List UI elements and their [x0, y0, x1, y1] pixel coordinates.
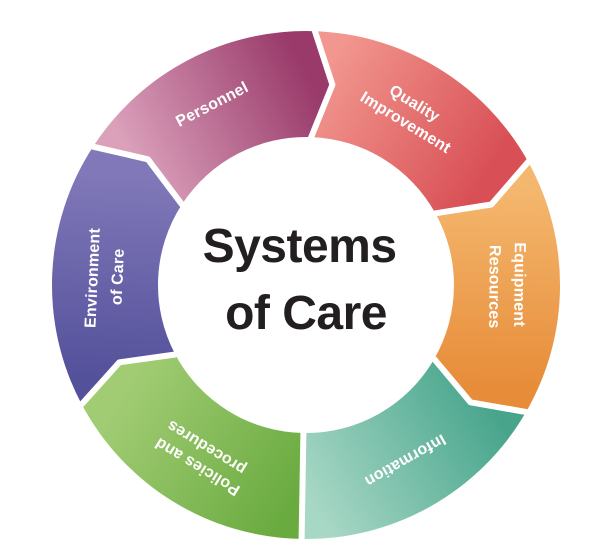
ring-segments — [51, 31, 561, 540]
segment-equipment-resources-shape — [434, 161, 561, 412]
label-line: of Care — [108, 248, 127, 305]
diagram-title-line: of Care — [225, 287, 387, 340]
label-line: Equipment — [511, 242, 529, 327]
divider-quality-equipment — [432, 158, 532, 217]
diagram-title: Systems of Care — [203, 220, 410, 340]
diagram-title-line: Systems — [203, 220, 397, 273]
segment-dividers — [78, 28, 532, 542]
segment-policies-procedures-shape — [81, 354, 304, 539]
label-line: Environment — [82, 227, 103, 328]
segment-environment-of-care-shape — [51, 146, 182, 405]
divider-environment-personnel — [90, 143, 185, 208]
divider-policies-environment — [78, 351, 179, 408]
divider-equipment-information — [431, 356, 529, 415]
segment-quality-improvement-shape — [311, 31, 529, 214]
divider-personnel-quality — [308, 28, 336, 141]
label-line: Resources — [486, 245, 504, 329]
label-equipment-resources: Equipment Resources — [486, 242, 529, 331]
label-environment-of-care: Environment of Care — [82, 223, 129, 329]
divider-information-policies — [298, 430, 307, 542]
